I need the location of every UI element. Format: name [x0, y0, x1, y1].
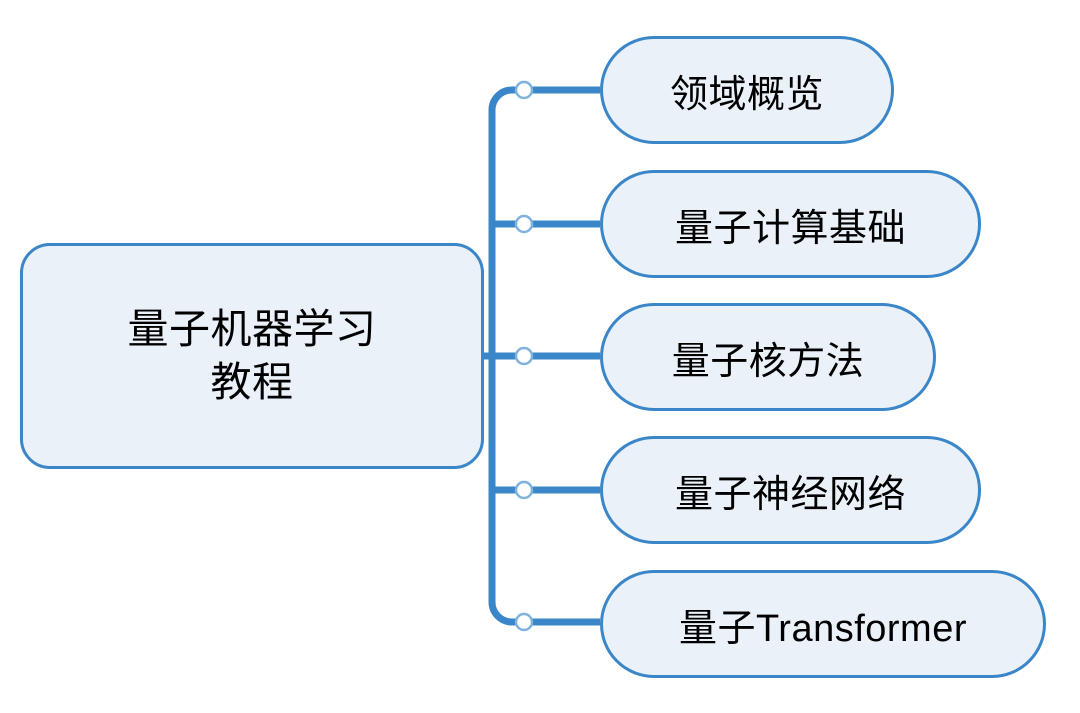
- connector-branch-0: [488, 86, 600, 111]
- connector-branch-4: [488, 601, 600, 626]
- root-node-line-2: 教程: [210, 359, 294, 405]
- child-node-quantum-kernel-methods[interactable]: 量子核方法: [600, 303, 936, 411]
- branch-marker-4: [514, 612, 534, 632]
- child-node-label: 量子计算基础: [674, 207, 906, 250]
- branch-marker-3: [514, 480, 534, 500]
- root-node[interactable]: 量子机器学习 教程: [20, 243, 484, 469]
- root-node-label: 量子机器学习 教程: [128, 303, 377, 410]
- child-node-quantum-transformer[interactable]: 量子Transformer: [600, 570, 1046, 678]
- branch-marker-1: [514, 214, 534, 234]
- root-node-line-1: 量子机器学习: [127, 305, 377, 352]
- child-node-label: 量子神经网络: [674, 473, 906, 516]
- branch-marker-0: [514, 80, 534, 100]
- child-node-field-overview[interactable]: 领域概览: [600, 36, 894, 144]
- child-node-label: 领域概览: [669, 73, 824, 116]
- branch-marker-2: [514, 346, 534, 366]
- child-node-quantum-neural-networks[interactable]: 量子神经网络: [600, 436, 981, 544]
- child-node-quantum-computing-basics[interactable]: 量子计算基础: [600, 170, 981, 278]
- child-node-label: 量子Transformer: [678, 607, 967, 650]
- child-node-label: 量子核方法: [671, 340, 865, 383]
